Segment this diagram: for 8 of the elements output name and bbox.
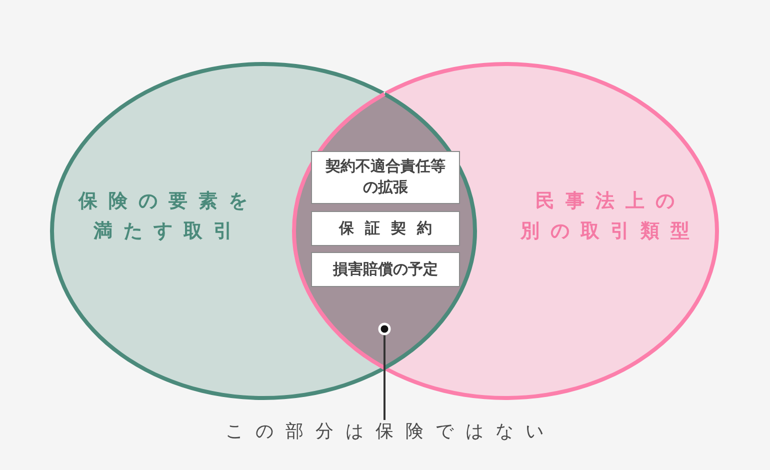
term-box: 保証契約 [311,210,460,246]
leader-line [378,322,391,420]
overlap-region [292,91,477,371]
term-box: 契約不適合責任等の拡張 [311,150,460,204]
set-label: 民事法上の別の取引類型 [519,189,700,244]
set-label: 保険の要素を満たす取引 [77,189,258,244]
callout-text: この部分は保険ではない [214,420,556,444]
term-box: 損害賠償の予定 [311,252,460,287]
